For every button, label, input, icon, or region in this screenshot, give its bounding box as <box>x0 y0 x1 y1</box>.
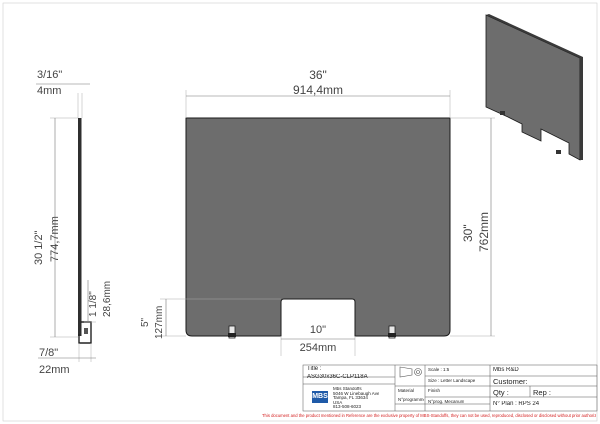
dim-notch-height-in: 5" <box>140 317 151 327</box>
qty-label: Qty : <box>493 388 509 397</box>
dim-thickness: 3/16" 4mm <box>36 69 90 118</box>
title-value: ASG30x36C-CLP118A <box>307 374 368 380</box>
dim-clip-height: 1 1/8" 28,6mm <box>84 280 113 323</box>
finish-label: Finish <box>428 388 441 393</box>
dim-notch-width-mm: 254mm <box>300 342 337 354</box>
dim-foot-mm: 22mm <box>39 364 70 376</box>
front-view <box>185 117 451 339</box>
dim-foot: 7/8" 22mm <box>38 343 96 376</box>
customer-label: Customer: <box>493 377 528 386</box>
address-line: Mbs Standoffs <box>333 387 362 391</box>
dim-notch-height-mm: 127mm <box>154 306 165 339</box>
front-clip-right <box>388 325 396 339</box>
front-panel <box>185 117 451 337</box>
front-clip-left <box>228 325 236 339</box>
property-notice: This document and the product mentioned … <box>262 413 596 418</box>
dim-width-in: 36" <box>309 68 327 82</box>
dim-foot-in: 7/8" <box>39 347 58 359</box>
dim-width: 36" 914,4mm <box>185 68 451 118</box>
dim-clip-mm: 28,6mm <box>102 281 113 317</box>
machining-program: N°prog. Mecanum <box>428 399 465 404</box>
projection-symbol-icon <box>399 366 422 378</box>
side-clip-screw <box>84 328 88 334</box>
plan-number: N° Plan : RPS 24 <box>493 401 540 407</box>
dim-overall-height: 30 1/2" 774,7mm <box>33 117 78 338</box>
iso-clip-right <box>556 150 561 154</box>
dim-thickness-mm: 4mm <box>37 85 61 97</box>
side-panel-edge <box>78 118 82 336</box>
address-line: USA <box>333 399 343 405</box>
address-line: 5046 W Linebaugh Ave <box>333 390 380 396</box>
dim-panel-height-in: 30" <box>461 224 475 242</box>
material-label: Material <box>398 388 415 393</box>
rep-label: Rep : <box>533 388 551 397</box>
dim-width-mm: 914,4mm <box>293 83 343 97</box>
title-label: Title : <box>307 366 322 372</box>
scale: Scale : 1:5 <box>428 367 450 372</box>
title-block-grid <box>302 364 598 412</box>
department: Mbs R&D <box>493 367 519 373</box>
iso-clip-left <box>500 111 505 115</box>
dim-height-in: 30 1/2" <box>33 230 45 265</box>
dim-thickness-in: 3/16" <box>37 69 62 81</box>
format: Size : Letter Landscape <box>428 378 476 383</box>
dim-notch-width-in: 10" <box>310 324 326 336</box>
dim-notch-width: 10" 254mm <box>280 324 356 356</box>
dim-clip-in: 1 1/8" <box>88 291 99 317</box>
laser-program: N°programme laser : <box>398 397 424 402</box>
address-line: Tampa, FL 33634 <box>333 395 368 401</box>
isometric-view <box>485 14 583 161</box>
iso-panel <box>485 14 581 161</box>
dim-height-mm: 774,7mm <box>49 216 61 262</box>
address-line: 813-508-6023 <box>333 404 362 410</box>
dim-panel-height-mm: 762mm <box>477 212 491 252</box>
dim-panel-height: 30" 762mm <box>450 117 495 337</box>
company-logo: MBS <box>312 391 328 403</box>
company-address: Mbs Standoffs 5046 W Linebaugh Ave Tampa… <box>333 387 379 410</box>
dim-notch-height: 5" 127mm <box>140 298 281 339</box>
